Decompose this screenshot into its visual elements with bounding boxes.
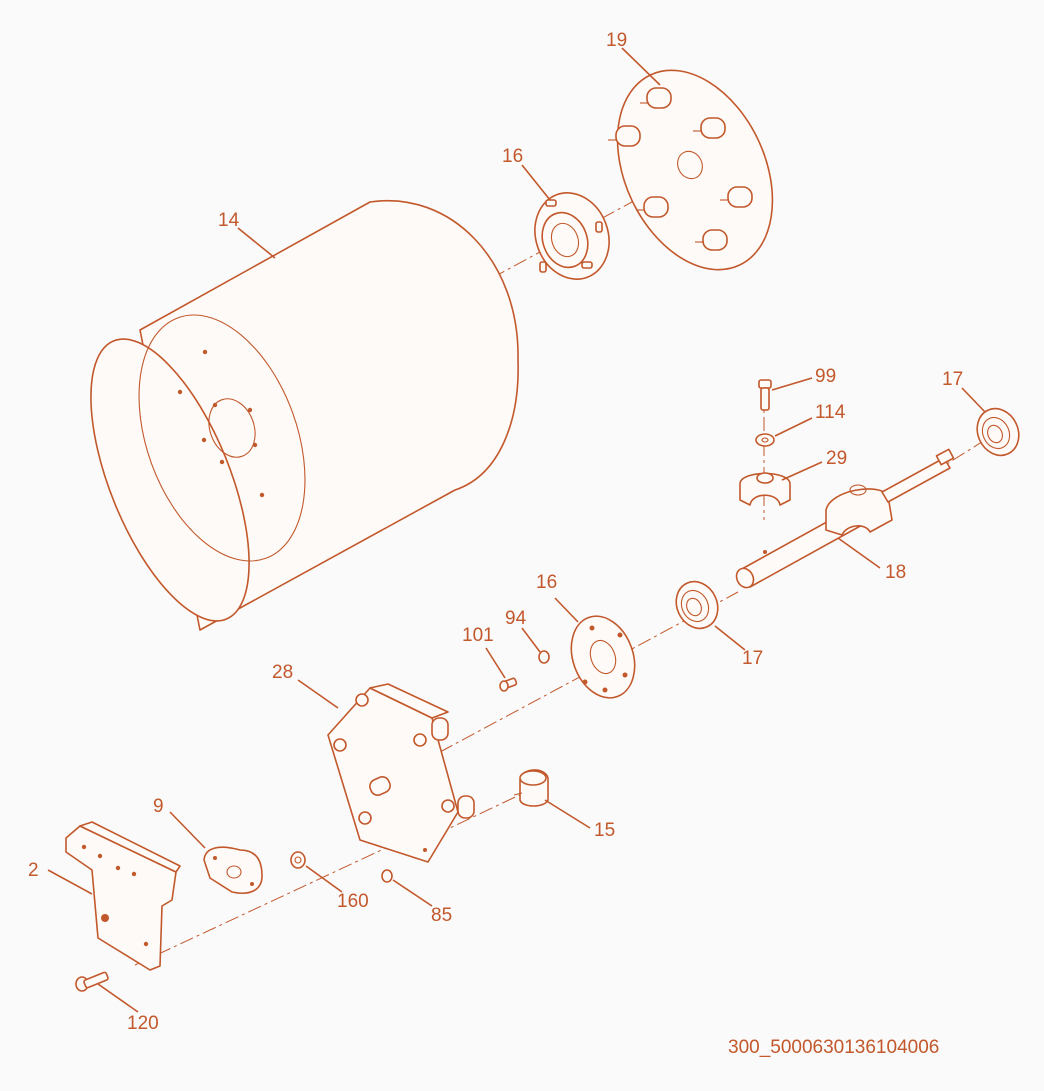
axle-part-18 xyxy=(735,448,955,589)
bolt-part-99 xyxy=(758,379,772,411)
plate-part-19 xyxy=(608,69,774,271)
callout-15: 15 xyxy=(594,820,615,841)
nut-part-94 xyxy=(538,650,550,664)
callout-2: 2 xyxy=(28,860,39,881)
callout-94: 94 xyxy=(505,608,527,629)
callout-19: 19 xyxy=(606,30,627,51)
callout-16-top: 16 xyxy=(502,146,523,167)
callout-85: 85 xyxy=(431,905,452,926)
drum-part-14 xyxy=(90,199,519,631)
callout-28: 28 xyxy=(272,662,293,683)
callout-99: 99 xyxy=(815,366,836,387)
callout-114: 114 xyxy=(815,402,846,423)
callout-29: 29 xyxy=(826,448,847,469)
nut-part-160 xyxy=(290,851,306,869)
callout-16-lower: 16 xyxy=(536,572,557,593)
callout-9: 9 xyxy=(153,796,164,817)
callout-18: 18 xyxy=(885,562,906,583)
bracket-part-9 xyxy=(203,846,263,894)
callout-101: 101 xyxy=(462,625,494,646)
callout-17-top: 17 xyxy=(942,369,963,390)
bearing-part-17-top xyxy=(976,407,1020,457)
bolt-part-120 xyxy=(75,971,109,992)
callout-120: 120 xyxy=(127,1013,159,1034)
callout-160: 160 xyxy=(337,891,369,912)
bearing-part-17-lower xyxy=(675,580,719,630)
hub-part-16-top xyxy=(534,192,610,280)
leader-lines xyxy=(47,47,986,1013)
mount-plate-part-28 xyxy=(327,683,475,863)
nut-part-85 xyxy=(381,869,393,883)
clamp-part-29 xyxy=(739,472,791,506)
drawing-code: 300_5000630136104006 xyxy=(728,1037,939,1058)
callout-labels: 19 16 14 99 17 114 29 18 16 94 101 17 28… xyxy=(28,30,963,1034)
hub-part-16-lower xyxy=(570,615,636,699)
callout-17-lower: 17 xyxy=(742,648,763,669)
bolt-part-101 xyxy=(499,677,518,692)
callout-14: 14 xyxy=(218,210,240,231)
bushing-part-15 xyxy=(513,769,549,807)
washer-part-114 xyxy=(755,433,775,447)
side-bracket-part-2 xyxy=(65,821,181,971)
